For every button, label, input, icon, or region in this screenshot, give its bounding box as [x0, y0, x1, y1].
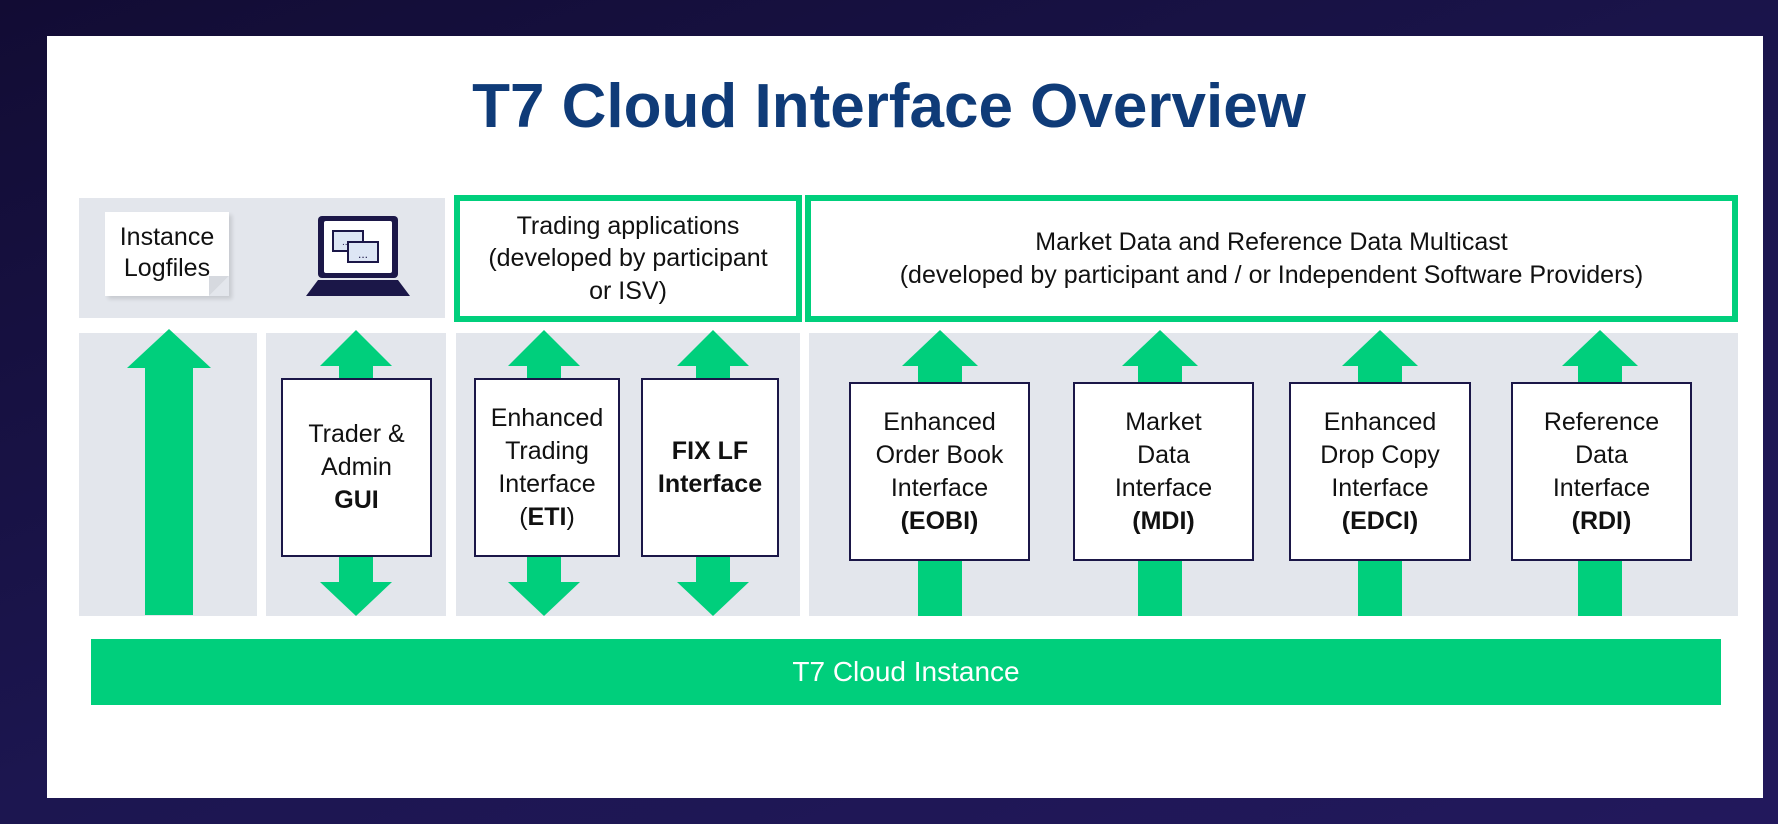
arrow-shaft — [145, 367, 193, 615]
arrow-down-icon — [677, 582, 749, 616]
mdi-line3: Interface — [1114, 473, 1213, 502]
arrow-up-icon — [508, 330, 580, 366]
eti-line3: Interface — [498, 469, 596, 498]
market-data-line2: (developed by participant and / or Indep… — [899, 260, 1644, 289]
edci-abbr: (EDCI) — [1341, 506, 1419, 535]
fix-line2: Interface — [657, 469, 763, 498]
gui-line1: Trader & — [308, 420, 405, 448]
gui-line2: Admin — [321, 453, 392, 481]
eti-close-paren: ) — [566, 502, 575, 531]
eti-abbr-line: (ETI) — [491, 501, 604, 534]
edci-line3: Interface — [1331, 473, 1429, 502]
edci-line1: Enhanced — [1323, 407, 1437, 436]
mdi-abbr: (MDI) — [1132, 506, 1195, 535]
arrow-up-icon — [1122, 330, 1198, 366]
trading-applications-box: Trading applications (developed by parti… — [454, 195, 802, 322]
logfiles-label-line1: Instance — [119, 223, 215, 251]
arrow-down-icon — [320, 582, 392, 616]
arrow-up-icon — [902, 330, 978, 366]
eobi-abbr: (EOBI) — [900, 506, 979, 535]
fix-line1: FIX LF — [671, 436, 749, 465]
arrow-down-icon — [508, 582, 580, 616]
logfiles-label-line2: Logfiles — [123, 254, 211, 283]
eti-line1: Enhanced — [490, 403, 604, 432]
svg-text:...: ... — [358, 247, 368, 261]
eti-line2: Trading — [505, 436, 589, 465]
arrow-up-icon — [320, 330, 392, 366]
eobi-line2: Order Book — [875, 440, 1004, 469]
mdi-line2: Data — [1137, 440, 1190, 469]
document-icon — [105, 212, 229, 296]
rdi-interface-box: Reference Data Interface (RDI) — [1511, 382, 1692, 561]
eobi-interface-box: Enhanced Order Book Interface (EOBI) — [849, 382, 1030, 561]
market-data-line1: Market Data and Reference Data Multicast — [1035, 228, 1508, 256]
eobi-line1: Enhanced — [883, 407, 996, 436]
rdi-abbr: (RDI) — [1571, 506, 1632, 535]
trading-apps-line3: or ISV) — [589, 276, 667, 305]
edci-interface-box: Enhanced Drop Copy Interface (EDCI) — [1289, 382, 1471, 561]
arrow-up-icon — [1562, 330, 1638, 366]
gui-abbr: GUI — [334, 486, 379, 514]
t7-cloud-instance-bar: T7 Cloud Instance — [91, 639, 1721, 705]
arrow-up-icon — [1342, 330, 1418, 366]
page-title: T7 Cloud Interface Overview — [472, 72, 1306, 141]
laptop-windows-icon: ... .. — [302, 214, 414, 298]
arrow-up-icon — [677, 330, 749, 366]
trading-apps-line2: (developed by participant — [488, 244, 768, 273]
rdi-line2: Data — [1575, 440, 1628, 469]
edci-line2: Drop Copy — [1320, 440, 1440, 469]
eti-interface-box: Enhanced Trading Interface (ETI) — [474, 378, 620, 557]
rdi-line3: Interface — [1552, 473, 1651, 502]
logfiles-card: Instance Logfiles — [105, 212, 229, 296]
arrow-up-icon — [127, 329, 211, 368]
fix-interface-box: FIX LF Interface — [641, 378, 779, 557]
mdi-interface-box: Market Data Interface (MDI) — [1073, 382, 1254, 561]
eti-abbr: ETI — [527, 502, 567, 531]
rdi-line1: Reference — [1543, 407, 1660, 436]
mdi-line1: Market — [1125, 407, 1202, 436]
trading-apps-line1: Trading applications — [516, 211, 740, 240]
eti-open-paren: ( — [519, 502, 528, 531]
svg-text:..: .. — [342, 237, 348, 248]
market-data-box: Market Data and Reference Data Multicast… — [805, 195, 1738, 322]
gui-interface-box: Trader & Admin GUI — [281, 378, 432, 557]
eobi-line3: Interface — [890, 473, 989, 502]
